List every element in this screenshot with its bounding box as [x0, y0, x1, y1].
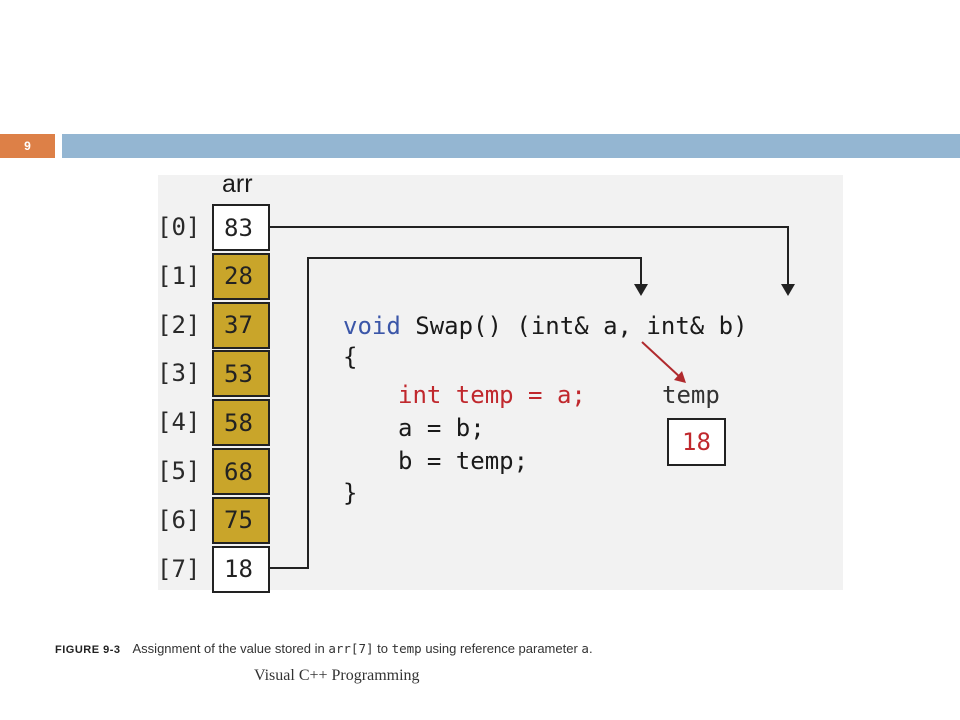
caption-text-2: to: [373, 641, 392, 656]
array-index-label: [3]: [157, 359, 201, 388]
array-index-label: [1]: [157, 261, 201, 290]
slide-number: 9: [0, 134, 55, 158]
open-brace: {: [343, 343, 358, 371]
array-cell: 75: [212, 496, 270, 544]
arrowhead-b: [781, 284, 795, 296]
array-name-label: arr: [222, 170, 253, 198]
array-cell: 68: [212, 448, 270, 495]
code-line-a: a = b;: [398, 414, 485, 442]
code-line-b: b = temp;: [398, 447, 529, 475]
header-bar: [62, 134, 960, 158]
function-signature: void Swap() (int& a, int& b): [343, 312, 748, 340]
arrowhead-temp: [674, 371, 686, 383]
arrow-arr7-to-a: [270, 257, 642, 569]
caption-text-4: .: [588, 641, 593, 656]
figure-caption: FIGURE 9-3 Assignment of the value stored…: [55, 641, 593, 656]
caption-code-2: temp: [391, 641, 422, 656]
array-cell: 58: [212, 399, 270, 447]
temp-variable-label: temp: [662, 381, 720, 409]
array-index-label: [2]: [157, 310, 201, 339]
keyword-void: void: [343, 312, 401, 340]
arrow-a-to-temp: [641, 341, 682, 379]
temp-variable-box: 18: [667, 418, 726, 466]
caption-code-1: arr[7]: [328, 641, 374, 656]
array-cell: 28: [212, 252, 270, 300]
caption-text-3: using reference parameter: [421, 641, 582, 656]
figure-label: FIGURE 9-3: [55, 644, 121, 656]
array-index-label: [7]: [157, 554, 201, 583]
array-index-label: [6]: [157, 505, 201, 534]
arrow-arr0-to-b: [270, 226, 789, 292]
array-cell: 83: [212, 204, 270, 251]
array-cell: 37: [212, 301, 270, 349]
figure-background: [158, 175, 843, 590]
caption-code-3: a: [581, 641, 589, 656]
array-index-label: [4]: [157, 408, 201, 437]
close-brace: }: [343, 479, 358, 507]
caption-text-1: Assignment of the value stored in: [132, 641, 329, 656]
arrowhead-a: [634, 284, 648, 296]
signature-rest: Swap() (int& a, int& b): [400, 312, 748, 340]
array-index-label: [5]: [157, 457, 201, 485]
array-index-label: [0]: [157, 213, 201, 241]
array-cell: 53: [212, 350, 270, 398]
footer-text: Visual C++ Programming: [254, 667, 420, 684]
array-cell: 18: [212, 545, 270, 593]
code-line-temp: int temp = a;: [398, 381, 586, 409]
